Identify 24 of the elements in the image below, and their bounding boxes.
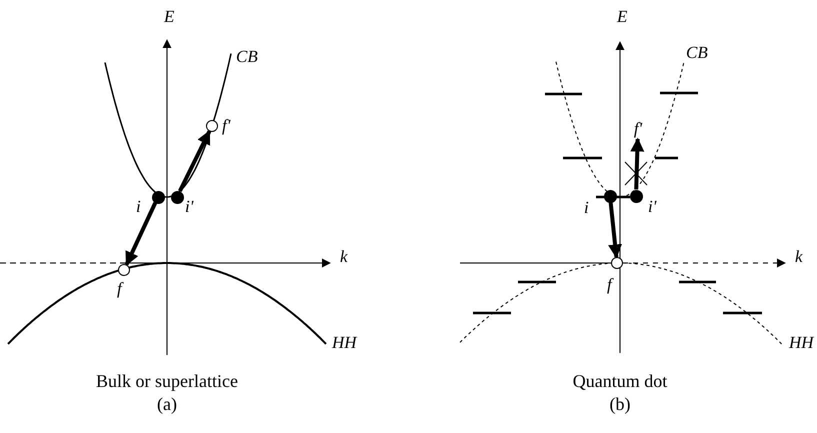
axis-label: CB [236, 48, 258, 65]
state-label: i [584, 199, 589, 216]
axis-label: HH [332, 334, 357, 351]
axis-label: E [164, 8, 174, 25]
state-label: f [607, 276, 612, 293]
panel-caption: Quantum dot [572, 372, 668, 390]
state-label: i' [648, 198, 656, 215]
axis-label: k⃗ [340, 248, 361, 265]
axis-label: k⃗ [795, 248, 816, 265]
axis-label: E [617, 8, 628, 25]
state-label: f' [631, 117, 645, 139]
axis-label: HH [789, 334, 814, 351]
panel-caption: Bulk or superlattice [96, 372, 238, 390]
transition-arrow [608, 202, 622, 258]
state-label: f [117, 280, 122, 297]
transition-arrow [178, 130, 212, 192]
transition-arrow [124, 202, 158, 266]
panel-caption: (a) [157, 395, 177, 413]
panel-caption: (b) [610, 395, 630, 413]
axis-label: CB [686, 44, 708, 61]
state-label: f' [222, 117, 230, 134]
transition-arrow [630, 138, 644, 190]
state-label: i' [185, 198, 194, 215]
state-label: i [136, 198, 141, 215]
